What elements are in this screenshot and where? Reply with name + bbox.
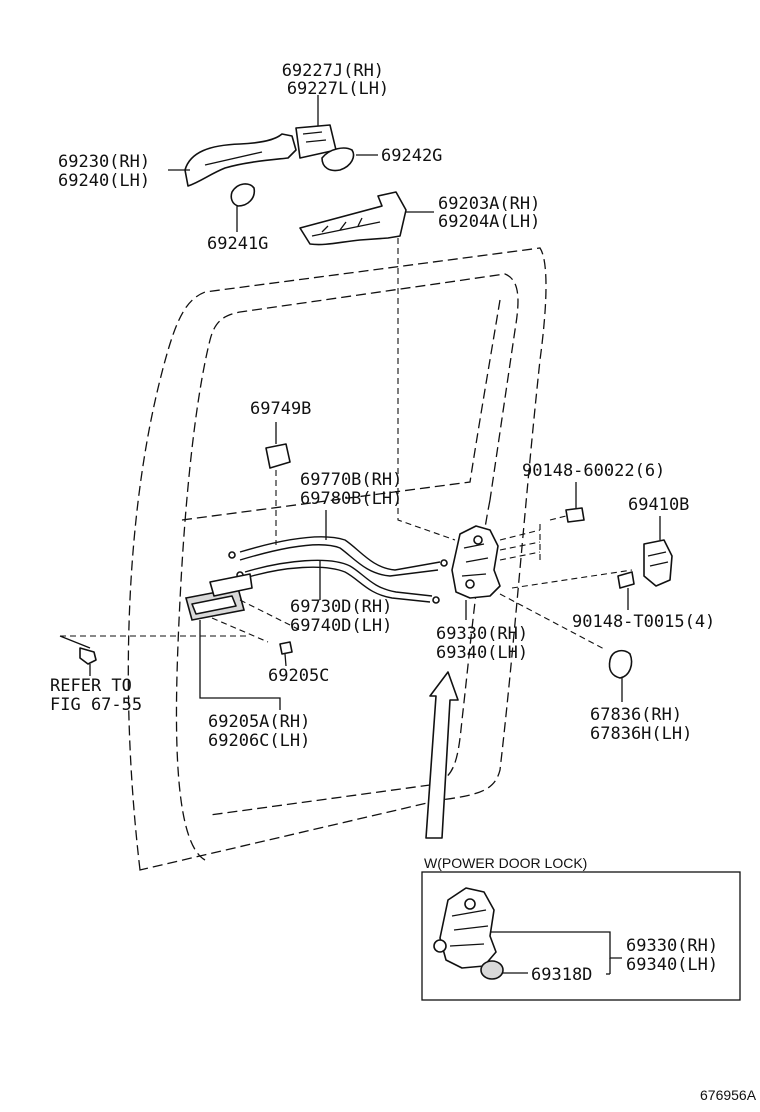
screw-90148-t0015 xyxy=(617,571,635,589)
screw-90148-60022 xyxy=(565,507,585,523)
label-69227: 69227J(RH) 69227L(LH) xyxy=(282,61,395,99)
inset-title: W(POWER DOOR LOCK) xyxy=(424,855,587,871)
lock-cables xyxy=(228,536,448,604)
inside-handle xyxy=(185,573,253,621)
label-69730: 69730D(RH) 69740D(LH) xyxy=(290,597,403,636)
label-69205a: 69205A(RH) 69206C(LH) xyxy=(208,712,321,751)
handle-frame xyxy=(299,191,407,246)
screw-69205c xyxy=(279,641,293,667)
label-69205c: 69205C xyxy=(268,666,329,686)
label-refer: REFER TO FIG 67-55 xyxy=(50,676,142,715)
handle-pad-69242g xyxy=(321,147,355,172)
label-69242g: 69242G xyxy=(381,146,442,166)
label-90148-60022: 90148-60022(6) xyxy=(522,461,665,481)
door-striker xyxy=(643,539,673,587)
door-lock xyxy=(451,525,501,599)
inset-label-69318d: 69318D xyxy=(531,965,592,985)
outside-handle xyxy=(184,133,297,187)
handle-pad-69241g xyxy=(230,183,256,207)
inset-label-69330: 69330(RH) 69340(LH) xyxy=(626,936,728,975)
screw-refer xyxy=(79,647,97,665)
label-90148-t0015: 90148-T0015(4) xyxy=(572,612,715,632)
label-69330: 69330(RH) 69340(LH) xyxy=(436,624,538,663)
label-69749b: 69749B xyxy=(250,399,311,419)
power-door-lock-inset xyxy=(421,871,741,1001)
label-69203: 69203A(RH) 69204A(LH) xyxy=(438,194,551,232)
cable-clip xyxy=(265,443,291,469)
label-69230: 69230(RH) 69240(LH) xyxy=(58,152,160,191)
label-69770: 69770B(RH) 69780B(LH) xyxy=(300,470,413,509)
lock-cover xyxy=(608,649,633,679)
label-69410b: 69410B xyxy=(628,495,689,515)
inset-arrow xyxy=(425,671,459,839)
label-69241g: 69241G xyxy=(207,234,268,254)
figure-id: 676956A xyxy=(700,1087,757,1103)
label-67836: 67836(RH) 67836H(LH) xyxy=(590,705,692,744)
